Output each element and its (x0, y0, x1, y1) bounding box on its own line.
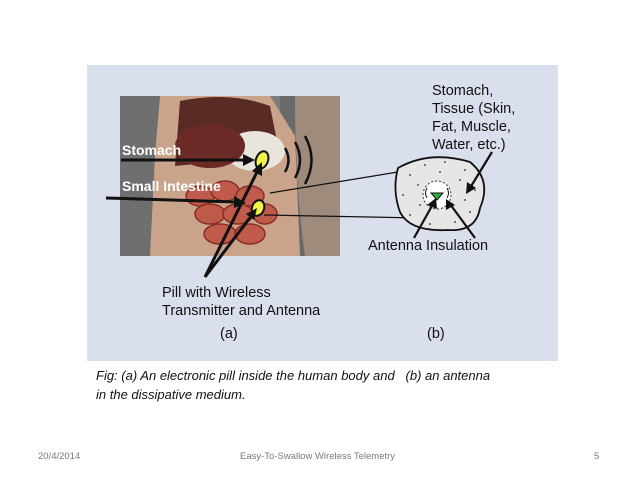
label-antenna-insulation: Antenna Insulation (368, 238, 489, 254)
label-pill-line1: Pill with Wireless (162, 285, 271, 301)
footer-title: Easy-To-Swallow Wireless Telemetry (240, 451, 396, 462)
anatomy-photo (120, 96, 340, 256)
antenna-core (429, 192, 445, 201)
label-tissue-line1: Stomach, (432, 83, 494, 99)
label-stomach: Stomach (122, 142, 182, 158)
panel-label-b: (b) (427, 326, 445, 342)
label-tissue-line3: Fat, Muscle, (432, 119, 511, 135)
caption-line1: Fig: (a) An electronic pill inside the h… (96, 368, 491, 383)
label-pill-line2: Transmitter and Antenna (162, 303, 321, 319)
label-pill: Pill with Wireless Transmitter and Anten… (162, 284, 320, 320)
label-tissue: Stomach, Tissue (Skin, Fat, Muscle, Wate… (432, 82, 515, 154)
label-tissue-line4: Water, etc.) (432, 137, 506, 153)
panel-label-a: (a) (220, 326, 238, 342)
label-small-intestine: Small Intestine (122, 178, 221, 194)
figure-caption: Fig: (a) An electronic pill inside the h… (96, 366, 566, 404)
footer-date: 20/4/2014 (38, 451, 81, 462)
caption-line2: in the dissipative medium. (96, 387, 246, 402)
label-tissue-line2: Tissue (Skin, (432, 101, 516, 117)
footer-page-number: 5 (594, 451, 600, 462)
